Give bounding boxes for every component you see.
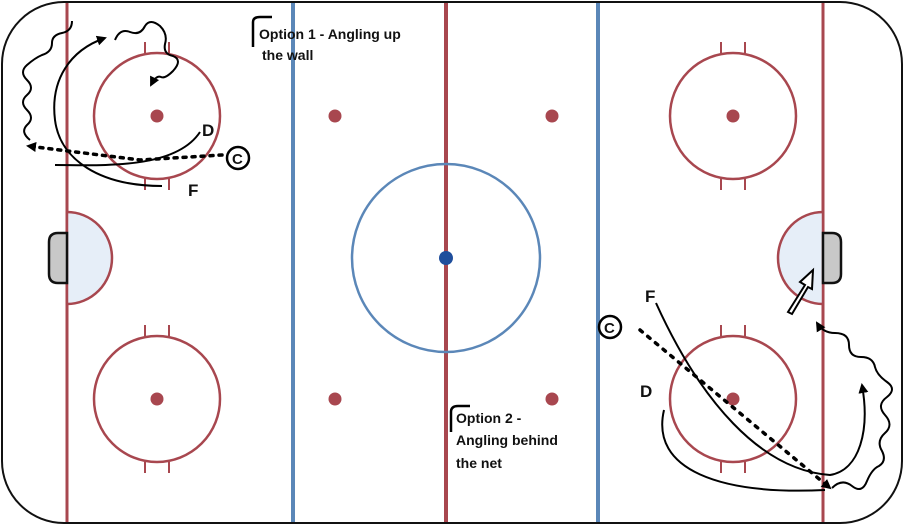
- right-top-faceoff-circle: [668, 42, 798, 190]
- svg-text:C: C: [604, 320, 615, 337]
- option2-title-line2: Angling behind: [456, 432, 558, 448]
- pass-path-option1: [26, 142, 224, 162]
- coach-icon: C: [225, 145, 251, 171]
- option1-title-line1: Option 1 - Angling up: [259, 26, 401, 42]
- option2-title-line3: the net: [456, 455, 502, 471]
- center-faceoff-dot: [439, 251, 453, 265]
- neutral-dot: [545, 392, 559, 406]
- stickhandle-path-option2: [815, 321, 893, 491]
- right-bottom-faceoff-circle: [668, 325, 798, 473]
- forward-skate-path-option2: [655, 302, 869, 477]
- svg-text:C: C: [232, 151, 243, 168]
- player-forward-label: F: [188, 181, 198, 200]
- option1-bracket: [251, 15, 272, 47]
- neutral-dot: [545, 109, 559, 123]
- defense-skate-path: [54, 131, 201, 167]
- neutral-dot: [328, 392, 342, 406]
- option2-bracket: [449, 404, 470, 432]
- player-defense-label: D: [202, 121, 214, 140]
- neutral-dot: [328, 109, 342, 123]
- player-forward-label-option2: F: [645, 287, 655, 306]
- hollow-arrow-icon: [786, 267, 815, 316]
- left-goal-crease: [65, 210, 114, 306]
- center-faceoff-circle: [350, 162, 542, 354]
- option2-title-line1: Option 2 -: [456, 410, 522, 426]
- player-defense-label-option2: D: [640, 382, 652, 401]
- left-bottom-faceoff-circle: [92, 325, 222, 473]
- right-net-icon: [821, 231, 843, 285]
- pass-path-option2: [638, 328, 832, 490]
- stickhandle-path-option1b: [114, 21, 179, 87]
- option1-title-line2: the wall: [262, 47, 313, 63]
- forward-skate-path: [53, 35, 163, 187]
- coach-icon: C: [597, 314, 623, 340]
- left-net-icon: [47, 231, 69, 285]
- defense-skate-path-option2: [661, 409, 826, 492]
- stickhandle-path-option1a: [22, 20, 73, 141]
